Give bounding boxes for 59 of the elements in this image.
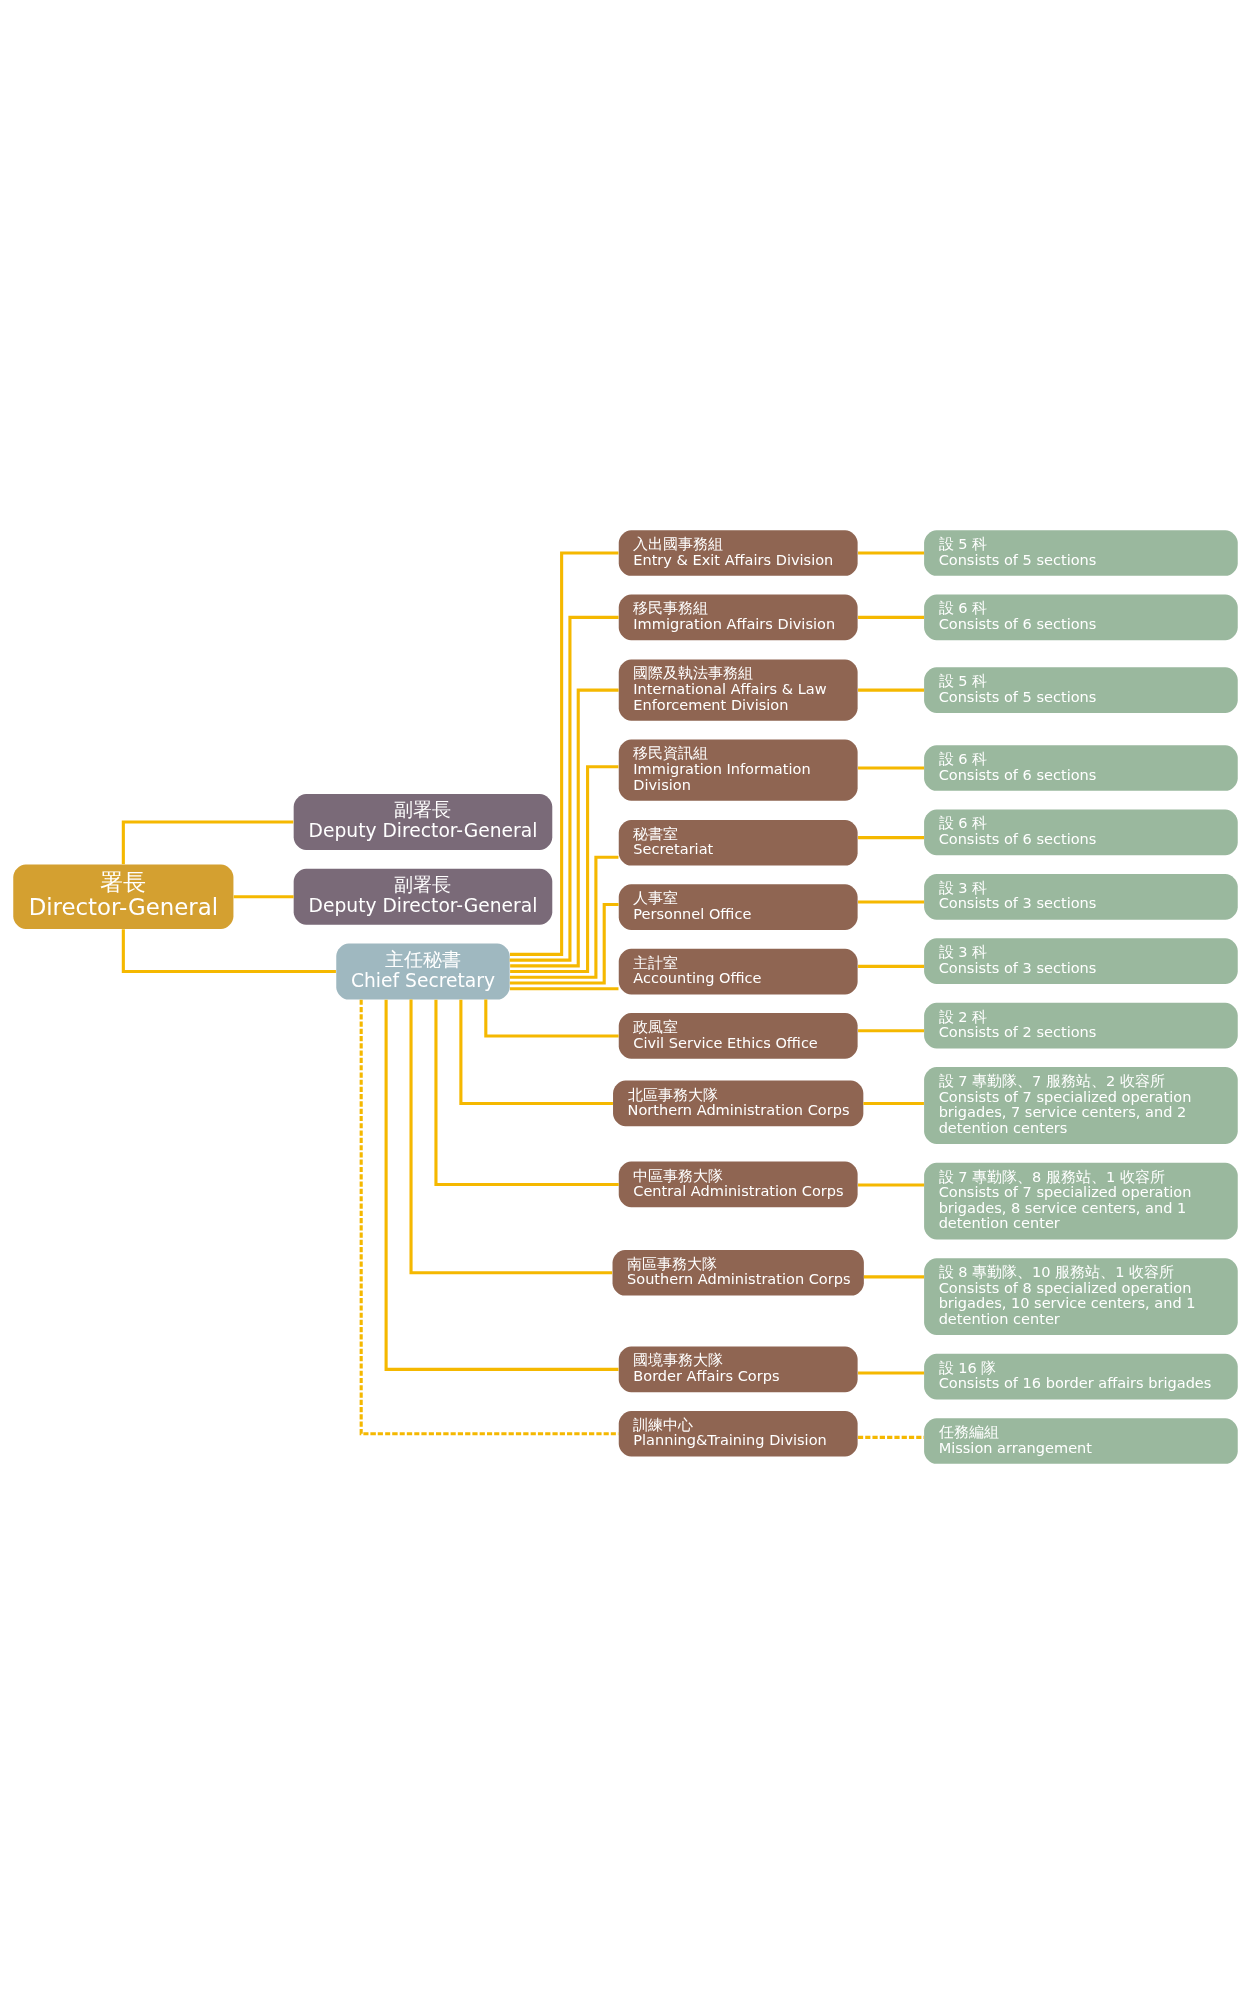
connector [857, 550, 924, 555]
node-box: 設 7 專勤隊、7 服務站、2 收容所 Consists of 7 specialized operation brigades, 7 service centers, and 2 detention centers [923, 1066, 1238, 1144]
node-box: 國境事務大隊 Border Affairs Corps [618, 1346, 858, 1392]
node-box: 設 5 科 Consists of 5 sections [923, 529, 1238, 576]
node-box: 設 3 科 Consists of 3 sections [923, 873, 1238, 920]
connector [857, 1370, 924, 1375]
connector [857, 1028, 924, 1032]
node-box: 署長 Director-General [12, 864, 233, 929]
node-box: 人事室 Personnel Office [618, 883, 858, 930]
node-box: 訓練中心 Planning&Training Division [618, 1410, 858, 1457]
node-box: 移民事務組 Immigration Affairs Division [618, 594, 858, 640]
connector [121, 928, 336, 973]
connector [509, 902, 619, 985]
node-box: 副署長 Deputy Director-General [293, 868, 552, 925]
connector [384, 999, 618, 1371]
node-box: 主計室 Accounting Office [618, 948, 858, 994]
node-box: 南區事務大隊 Southern Administration Corps [612, 1249, 864, 1296]
connector [863, 1274, 924, 1278]
connector [408, 999, 612, 1274]
node-box: 國際及執法事務組 International Affairs & Law Enforcement Division [618, 658, 858, 721]
node-box: 中區事務大隊 Central Administration Corps [618, 1161, 858, 1207]
node-box: 設 5 科 Consists of 5 sections [923, 666, 1238, 713]
connector [857, 765, 924, 770]
connector [857, 835, 924, 839]
connector [359, 999, 618, 1435]
node-box: 秘書室 Secretariat [618, 819, 858, 866]
connector [857, 615, 924, 619]
node-box: 設 6 科 Consists of 6 sections [923, 594, 1238, 640]
node-box: 設 6 科 Consists of 6 sections [923, 744, 1238, 791]
node-box: 副署長 Deputy Director-General [293, 793, 552, 850]
connector [509, 550, 618, 956]
node-box: 設 6 科 Consists of 6 sections [923, 809, 1238, 855]
connector [433, 999, 619, 1186]
connector [483, 999, 619, 1037]
node-box: 設 3 科 Consists of 3 sections [923, 937, 1238, 984]
connector [509, 615, 619, 962]
node-box: 移民資訊組 Immigration Information Division [618, 738, 858, 801]
node-box: 主任秘書 Chief Secretary [335, 943, 510, 1000]
connector [857, 899, 924, 904]
node-box: 設 8 專勤隊、10 服務站、1 收容所 Consists of 8 specialized operation brigades, 10 service centers, and 1 detention center [923, 1257, 1238, 1335]
node-box: 設 16 隊 Consists of 16 border affairs brigades [923, 1353, 1238, 1399]
node-box: 設 7 專勤隊、8 服務站、1 收容所 Consists of 7 specialized operation brigades, 8 service centers, and 1 detention center [923, 1162, 1238, 1239]
connector [857, 688, 924, 692]
connector [857, 964, 924, 968]
node-box: 設 2 科 Consists of 2 sections [923, 1002, 1238, 1048]
connector [509, 855, 618, 979]
node-box: 入出國事務組 Entry & Exit Affairs Division [618, 529, 858, 576]
connector [509, 986, 618, 990]
connector [857, 1182, 924, 1187]
node-box: 北區事務大隊 Northern Administration Corps [612, 1080, 863, 1126]
connector [509, 764, 618, 973]
connector [857, 1435, 924, 1439]
connector [458, 999, 613, 1105]
connector [509, 688, 619, 967]
connector [862, 1101, 924, 1105]
connector [121, 819, 293, 864]
connector [233, 894, 294, 898]
node-box: 任務編組 Mission arrangement [923, 1417, 1238, 1464]
node-box: 政風室 Civil Service Ethics Office [618, 1012, 858, 1059]
